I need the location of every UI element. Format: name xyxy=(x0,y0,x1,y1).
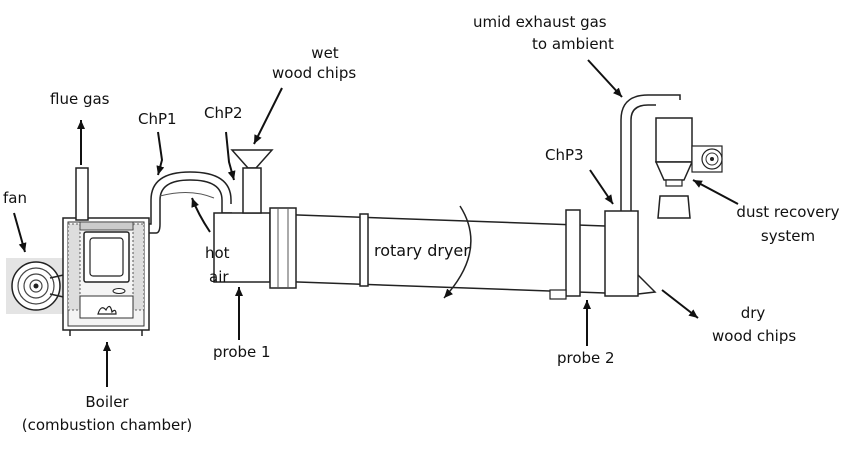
exhaust-label-line1: umid exhaust gas xyxy=(473,13,607,31)
boiler xyxy=(62,217,150,336)
wet-chips-arrow xyxy=(253,87,283,145)
chimney xyxy=(75,167,89,221)
dry-chips-label-line1: dry xyxy=(740,304,766,322)
hot-air-arrow xyxy=(191,197,211,233)
hot-air-label-line1: hot xyxy=(205,244,230,262)
dry-chips-label-line2: wood chips xyxy=(712,327,797,345)
chp1-arrow xyxy=(156,131,165,176)
dust-recovery-label-line2: system xyxy=(760,227,816,245)
boiler-label-line2: (combustion chamber) xyxy=(21,416,193,434)
wet-label-line2: wood chips xyxy=(272,64,357,82)
exhaust-label-line2: to ambient xyxy=(532,35,614,53)
rotary-dryer-label: rotary dryer xyxy=(374,241,470,260)
rotation-arrow xyxy=(443,205,472,299)
chp2-label: ChP2 xyxy=(204,104,243,122)
chp3-arrow xyxy=(589,169,614,205)
probe-2-label: probe 2 xyxy=(557,349,615,367)
dust-recovery-arrow xyxy=(692,179,739,205)
probe-1-label: probe 1 xyxy=(213,343,271,361)
dry-chips-arrow xyxy=(661,289,699,319)
exhaust-duct xyxy=(620,94,681,211)
rotary-dryer xyxy=(213,207,657,300)
fan-arrow xyxy=(13,212,27,253)
wet-chips-hopper xyxy=(230,149,274,214)
boiler-label-line1: Boiler xyxy=(85,393,129,411)
dust-recovery-cyclone xyxy=(654,117,723,219)
flue-gas-label: flue gas xyxy=(50,90,110,108)
chp2-arrow xyxy=(225,131,236,181)
hot-air-duct xyxy=(149,171,232,234)
fan-icon xyxy=(6,258,69,314)
chp1-label: ChP1 xyxy=(138,110,177,128)
chp3-label: ChP3 xyxy=(545,146,584,164)
wet-label-line1: wet xyxy=(311,44,339,62)
hot-air-label-line2: air xyxy=(209,268,229,286)
fan-label: fan xyxy=(3,189,27,207)
exhaust-arrow xyxy=(587,59,623,98)
dust-recovery-label-line1: dust recovery xyxy=(736,203,840,221)
